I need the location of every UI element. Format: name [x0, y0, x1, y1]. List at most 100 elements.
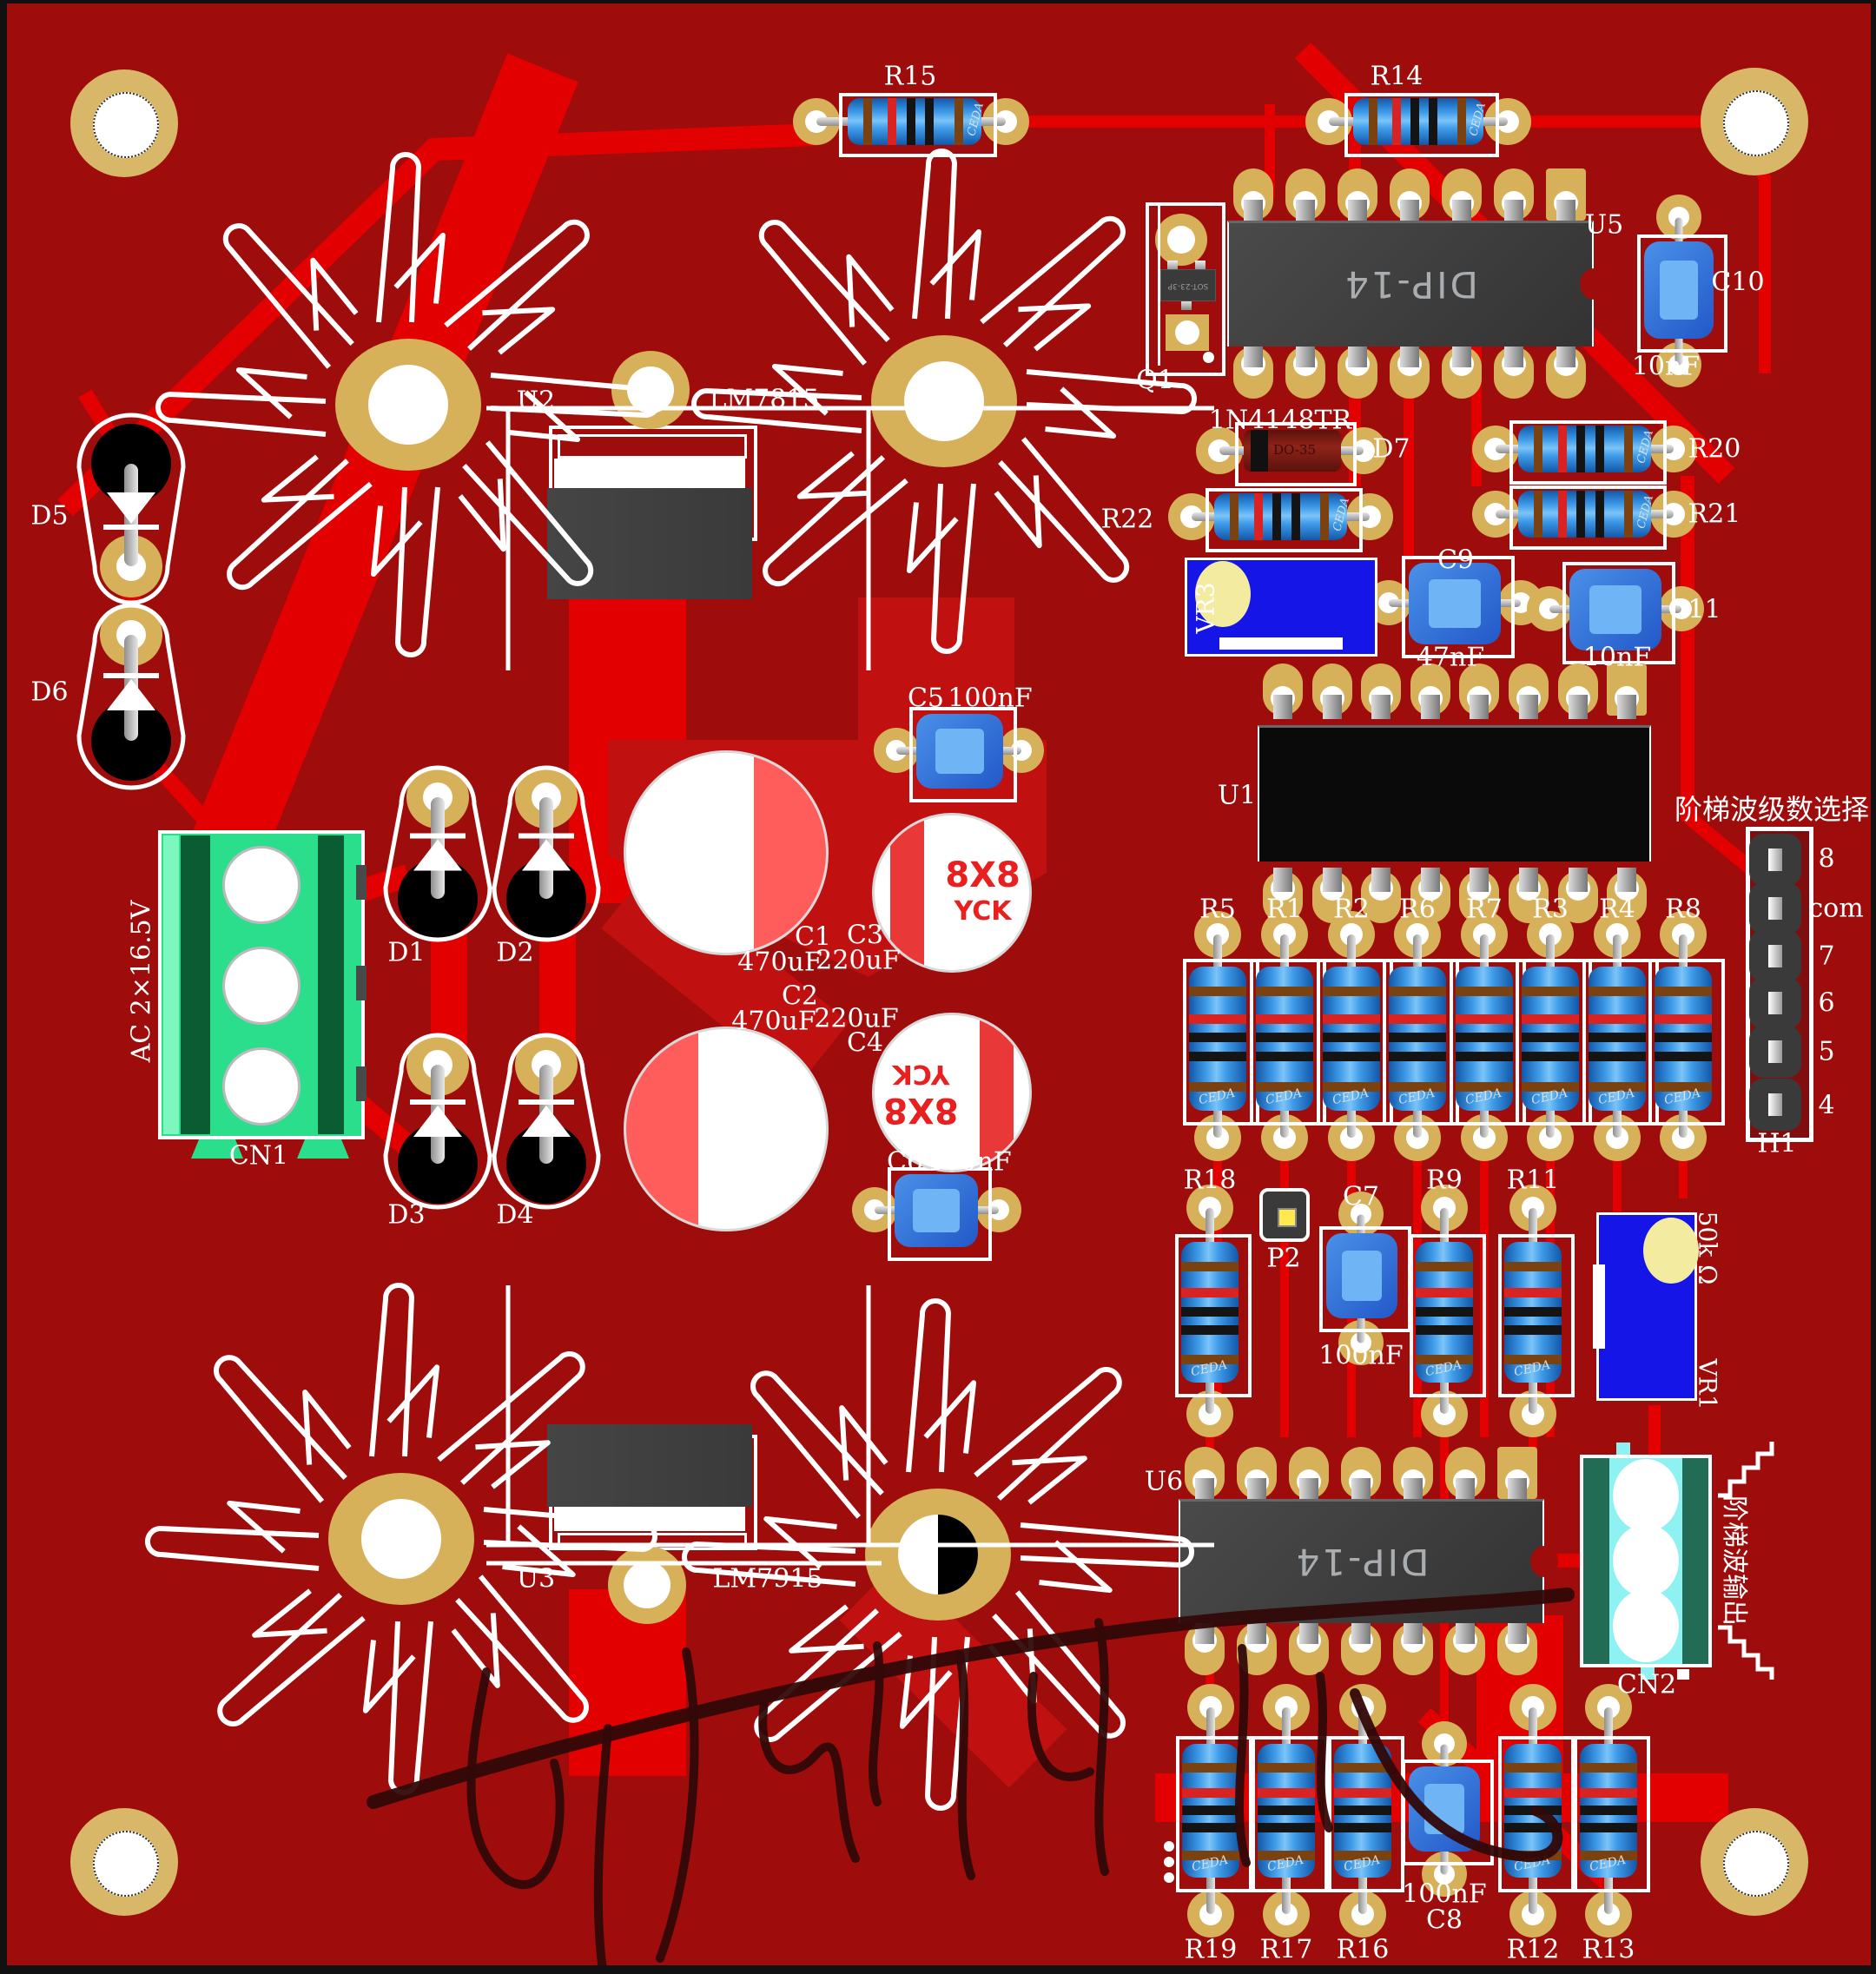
cn1-stripe — [318, 835, 344, 1134]
heatsink-ray — [458, 479, 506, 552]
label-r18-55: R18 — [1183, 1165, 1237, 1196]
resistor-band — [1655, 987, 1712, 997]
heatsink-silk — [690, 148, 1198, 655]
resistor-band — [1323, 1033, 1380, 1043]
resistor-band — [1334, 1851, 1391, 1861]
label-r11-58: R11 — [1506, 1165, 1560, 1196]
cap-face-C5 — [935, 729, 984, 774]
label-7-34: 7 — [1818, 941, 1835, 972]
heatsink-ray — [929, 228, 981, 300]
header-pin-slot — [1768, 992, 1782, 1014]
transistor-outline-inner — [1158, 206, 1218, 366]
header-pin-slot — [1768, 945, 1782, 967]
ic-pin — [1617, 695, 1637, 719]
label-100nf-71: 100nF — [1402, 1878, 1487, 1910]
trimmer-screw — [1643, 1218, 1699, 1284]
resistor-band — [1655, 1013, 1712, 1024]
heatsink-ray — [213, 1355, 347, 1503]
heatsink-ray — [386, 1364, 440, 1438]
ic-pin — [1556, 343, 1575, 367]
ic-pin — [1452, 200, 1471, 224]
resistor-band — [1334, 1762, 1391, 1773]
label-r9-57: R9 — [1426, 1165, 1463, 1196]
heatsink-ray — [444, 219, 590, 351]
ic-pin — [1508, 1478, 1527, 1502]
heatsink-ray — [1026, 369, 1198, 414]
ic-pin — [1351, 1478, 1371, 1502]
resistor-band — [1504, 1288, 1562, 1298]
resistor-band — [1504, 1261, 1562, 1271]
resistor-band — [1589, 1051, 1646, 1061]
ic-pin — [1296, 343, 1315, 367]
solder-pad-hole — [624, 1561, 670, 1608]
resistor-band — [1416, 1324, 1473, 1335]
heatsink-ray — [252, 1588, 327, 1638]
cap-face-C9 — [1429, 578, 1481, 629]
ic-notch — [1580, 267, 1608, 300]
ic-pin — [1322, 695, 1342, 719]
terminal-hole — [222, 1047, 301, 1126]
cap-face-C11 — [1589, 584, 1642, 635]
label-r2-26: R2 — [1333, 894, 1370, 925]
cn1-tab — [356, 865, 367, 900]
ic-pin — [1470, 695, 1490, 719]
ic-pin — [1322, 868, 1342, 892]
cap-face-C10 — [1659, 261, 1699, 320]
resistor-band — [1181, 1306, 1239, 1317]
heatsink-ray — [839, 1405, 888, 1481]
label-100nf-60: 100nF — [1318, 1340, 1404, 1371]
label-r21-10: R21 — [1688, 498, 1741, 530]
cn2-tab — [1641, 1667, 1655, 1680]
heatsink-ray — [980, 215, 1126, 347]
label-c10-3: C10 — [1711, 267, 1765, 298]
resistor-band — [1589, 1033, 1646, 1043]
label-r14-1: R14 — [1370, 61, 1424, 92]
resistor-band — [1557, 491, 1567, 538]
ic-pin — [1247, 1620, 1266, 1644]
terminal-hole — [1613, 1524, 1679, 1597]
resistor-band — [1181, 1324, 1239, 1335]
resistor-band — [1534, 426, 1543, 472]
board-edge-left — [0, 0, 7, 1974]
resistor-band — [1256, 1013, 1313, 1024]
label-r15-0: R15 — [883, 61, 937, 92]
terminal-hole — [222, 846, 301, 924]
heatsink-ray — [1039, 1540, 1113, 1594]
label-d1-49: D1 — [387, 937, 426, 968]
label-u5-2: U5 — [1584, 209, 1624, 241]
silk-outline-R14 — [1344, 93, 1499, 157]
resistor-band — [1624, 491, 1634, 538]
heatsink-pad-half — [938, 1515, 978, 1594]
ic-pin — [1273, 695, 1292, 719]
terminal-hole — [222, 947, 301, 1025]
resistor-band — [1258, 1822, 1315, 1832]
label-r16-70: R16 — [1336, 1934, 1390, 1965]
heatsink-ray — [144, 1526, 320, 1571]
preset-P2-dot — [1278, 1208, 1297, 1227]
ic-pin — [1519, 695, 1538, 719]
label-1n4148tr-6: 1N4148TR — [1208, 405, 1352, 436]
regulator-metal-strip — [554, 459, 745, 488]
silk-outline-R12 — [1498, 1736, 1575, 1892]
label-u6-63: U6 — [1144, 1466, 1184, 1497]
label-c7-56: C7 — [1342, 1181, 1380, 1212]
diode-outline-D6 — [76, 603, 186, 790]
ic-pin — [1404, 1478, 1423, 1502]
board-edge-right — [1871, 0, 1876, 1974]
resistor-band — [1189, 1051, 1246, 1061]
resistor-band — [1230, 493, 1239, 540]
label-d2-50: D2 — [496, 937, 534, 968]
label-cn1-48: CN1 — [228, 1140, 289, 1172]
ic-pin — [1456, 1478, 1475, 1502]
heatsink-ray — [1012, 1456, 1087, 1505]
resistor-band — [1258, 1851, 1315, 1861]
ic-pin — [1568, 868, 1588, 892]
diode-symbol-triangle — [522, 839, 571, 871]
signature-stroke — [593, 1724, 612, 1974]
label-10nf-4: 10nF — [1631, 351, 1701, 382]
silk-outline-R8 — [1648, 959, 1725, 1126]
electrolytic-marking — [626, 1029, 826, 1229]
